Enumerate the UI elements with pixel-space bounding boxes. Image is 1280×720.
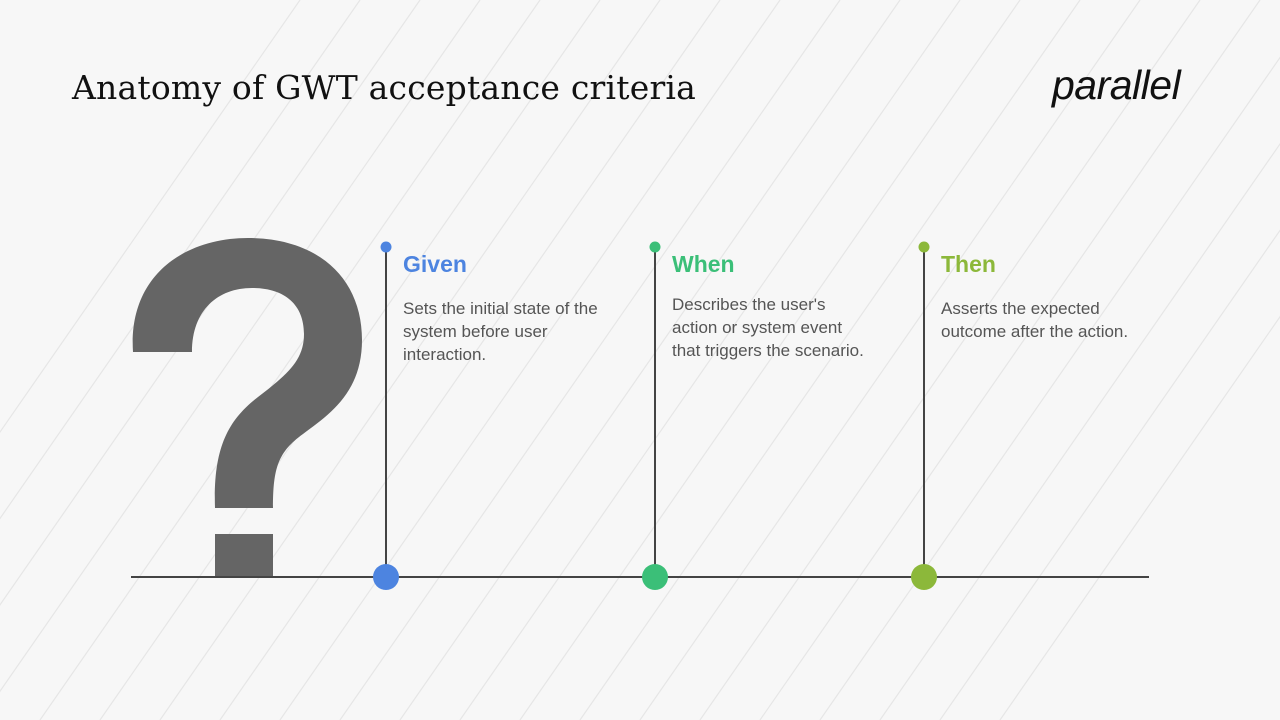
step-given-marker [373,241,399,590]
question-mark-icon [132,238,362,578]
step-when-description: Describes the user's action or system ev… [672,295,864,360]
step-given-description: Sets the initial state of the system bef… [403,299,598,364]
brand-logo: parallel [1052,62,1181,108]
step-given-label: Given [403,251,467,277]
page-title: Anatomy of GWT acceptance criteria [72,68,697,107]
step-when-label: When [672,251,735,277]
step-when-marker [642,241,668,590]
step-then-description: Asserts the expected outcome after the a… [941,299,1129,341]
step-then-label: Then [941,251,996,277]
step-then-marker [911,241,937,590]
